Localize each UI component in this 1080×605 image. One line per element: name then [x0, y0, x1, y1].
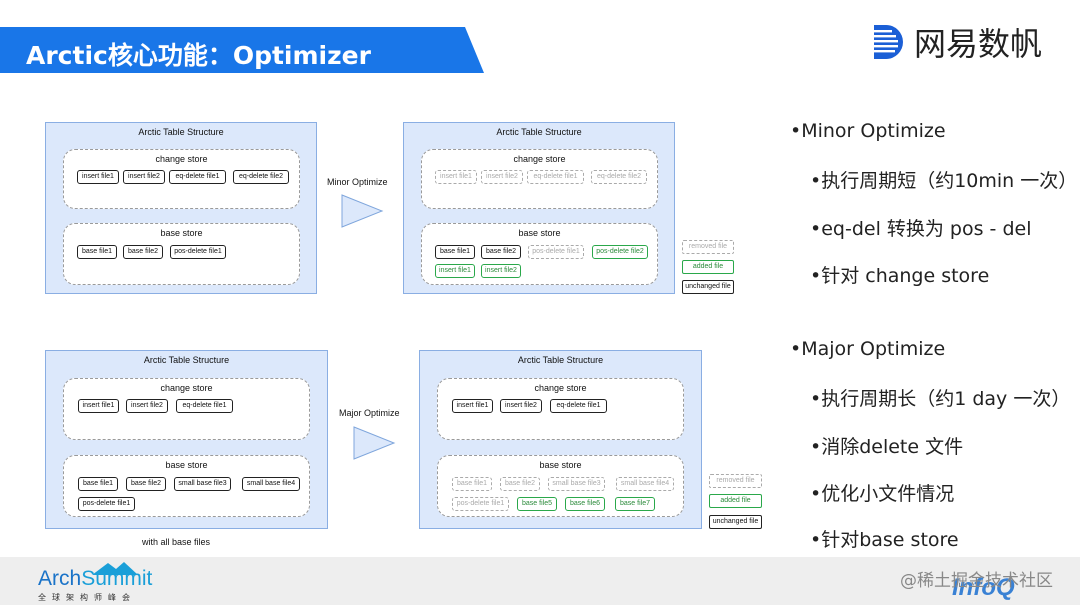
- major-after-table: Arctic Table Structure change store inse…: [419, 350, 702, 529]
- major-bullet-item: •执行周期长（约1 day 一次）: [810, 388, 1071, 410]
- file-box: insert file1: [78, 399, 119, 413]
- removed-file-box: base file2: [500, 477, 540, 491]
- file-box: eq-delete file1: [169, 170, 226, 184]
- removed-file-box: pos-delete file1: [528, 245, 584, 259]
- base-store: base store base file1 base file2 small b…: [63, 455, 310, 517]
- archsummit-mountain-icon: [92, 562, 138, 575]
- file-box: base file2: [481, 245, 521, 259]
- file-box: small base file3: [174, 477, 231, 491]
- removed-file-box: pos-delete file1: [452, 497, 509, 511]
- removed-file-box: insert file2: [481, 170, 523, 184]
- file-box: eq-delete file1: [550, 399, 607, 413]
- file-box: base file2: [126, 477, 166, 491]
- file-box: insert file2: [123, 170, 165, 184]
- legend-unchanged: unchanged file: [709, 515, 762, 529]
- netease-logo-icon: [874, 25, 903, 59]
- store-title: base store: [539, 460, 582, 470]
- file-box: base file1: [435, 245, 475, 259]
- added-file-box: pos-delete file2: [592, 245, 648, 259]
- minor-before-table: Arctic Table Structure change store inse…: [45, 122, 317, 294]
- store-title: base store: [160, 228, 203, 238]
- file-box: insert file1: [77, 170, 119, 184]
- logo-text: 网易数帆: [914, 25, 1043, 63]
- major-arrow: [353, 426, 396, 460]
- store-title: change store: [160, 383, 213, 393]
- major-before-table: Arctic Table Structure change store inse…: [45, 350, 328, 529]
- summit-text: Summit: [81, 567, 153, 590]
- file-box: base file1: [77, 245, 117, 259]
- table-title: Arctic Table Structure: [517, 355, 604, 365]
- arch-text: Arch: [38, 567, 82, 590]
- added-file-box: insert file2: [481, 264, 521, 278]
- legend-unchanged: unchanged file: [682, 280, 734, 294]
- removed-file-box: insert file1: [435, 170, 477, 184]
- added-file-box: insert file1: [435, 264, 475, 278]
- minor-bullet-item: •针对 change store: [810, 265, 990, 287]
- minor-bullet-title: •Minor Optimize: [790, 120, 946, 142]
- file-box: base file2: [123, 245, 163, 259]
- legend-removed: removed file: [682, 240, 734, 254]
- change-store: change store insert file1 insert file2 e…: [63, 378, 310, 440]
- change-store: change store insert file1 insert file2 e…: [63, 149, 300, 209]
- major-caption: with all base files: [142, 537, 211, 547]
- store-title: change store: [534, 383, 587, 393]
- minor-bullet-item: •eq-del 转换为 pos - del: [810, 218, 1032, 240]
- page-title: Arctic核心功能：Optimizer: [26, 41, 371, 70]
- archsummit-subtitle: 全球架构师峰会: [38, 593, 136, 602]
- file-box: base file1: [78, 477, 118, 491]
- added-file-box: base file6: [565, 497, 605, 511]
- minor-after-table: Arctic Table Structure change store inse…: [403, 122, 675, 294]
- legend-added: added file: [682, 260, 734, 274]
- file-box: eq-delete file2: [233, 170, 289, 184]
- removed-file-box: eq-delete file1: [527, 170, 584, 184]
- removed-file-box: small base file3: [548, 477, 605, 491]
- removed-file-box: eq-delete file2: [591, 170, 647, 184]
- change-store: change store insert file1 insert file2 e…: [421, 149, 658, 209]
- netease-logo: 网易数帆: [872, 22, 1043, 63]
- change-store: change store insert file1 insert file2 e…: [437, 378, 684, 440]
- store-title: base store: [518, 228, 561, 238]
- removed-file-box: base file1: [452, 477, 492, 491]
- removed-file-box: small base file4: [616, 477, 674, 491]
- file-box: insert file2: [126, 399, 168, 413]
- major-bullet-item: •消除delete 文件: [810, 436, 964, 458]
- file-box: eq-delete file1: [176, 399, 233, 413]
- base-store: base store base file1 base file2 small b…: [437, 455, 684, 517]
- major-bullet-item: •针对base store: [810, 529, 959, 551]
- file-box: insert file1: [452, 399, 493, 413]
- added-file-box: base file5: [517, 497, 557, 511]
- minor-optimize-label: Minor Optimize: [327, 177, 388, 187]
- infoq-logo: InfoQ: [952, 574, 1015, 601]
- file-box: pos-delete file1: [78, 497, 135, 511]
- major-optimize-label: Major Optimize: [339, 408, 400, 418]
- legend-added: added file: [709, 494, 762, 508]
- watermark: @稀土掘金技术社区: [900, 571, 1053, 591]
- minor-bullet-item: •执行周期短（约10min 一次）: [810, 170, 1078, 192]
- table-title: Arctic Table Structure: [143, 355, 230, 365]
- file-box: insert file2: [500, 399, 542, 413]
- store-title: base store: [165, 460, 208, 470]
- major-bullet-title: •Major Optimize: [790, 338, 946, 360]
- footer: [0, 557, 1080, 605]
- legend-removed: removed file: [709, 474, 762, 488]
- title-bar: [0, 27, 484, 73]
- table-title: Arctic Table Structure: [138, 127, 224, 137]
- store-title: change store: [513, 154, 566, 164]
- major-bullet-item: •优化小文件情况: [810, 483, 955, 505]
- base-store: base store base file1 base file2 pos-del…: [63, 223, 300, 285]
- store-title: change store: [155, 154, 208, 164]
- table-title: Arctic Table Structure: [496, 127, 582, 137]
- archsummit-logo: ArchSummit: [38, 567, 152, 591]
- file-box: pos-delete file1: [170, 245, 226, 259]
- base-store: base store base file1 base file2 pos-del…: [421, 223, 658, 285]
- added-file-box: base file7: [615, 497, 655, 511]
- minor-arrow: [341, 194, 384, 228]
- file-box: small base file4: [242, 477, 300, 491]
